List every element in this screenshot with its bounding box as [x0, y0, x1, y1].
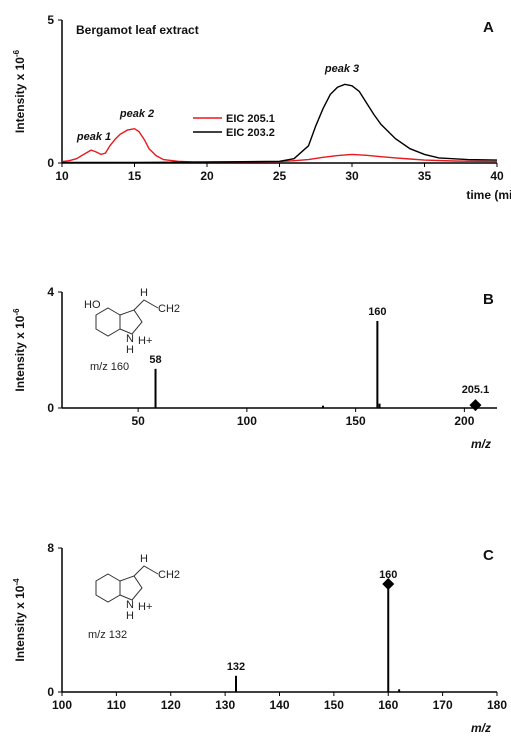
- peak-annotation: peak 3: [324, 63, 359, 75]
- x-axis-label: m/z: [471, 437, 491, 451]
- x-tick-label: 180: [487, 698, 507, 712]
- x-tick-label: 110: [107, 698, 127, 712]
- structure-ring: [95, 573, 121, 603]
- structure-vinyl: [133, 565, 159, 577]
- panel-label: A: [483, 19, 494, 36]
- x-tick-label: 130: [215, 698, 235, 712]
- peak-label: 58: [149, 354, 161, 366]
- structure-vinyl: [133, 299, 159, 311]
- y-axis-label: Intensity x 10-4: [12, 578, 27, 662]
- peak-annotation: peak 1: [76, 131, 111, 143]
- series-line-eic203: [62, 83, 498, 164]
- precursor-marker: [382, 578, 395, 590]
- x-tick-label: 120: [161, 698, 181, 712]
- x-tick-label: 200: [454, 414, 474, 428]
- x-tick-label: 25: [273, 169, 287, 183]
- panel-label: C: [483, 547, 494, 564]
- structure-pyrrole: [119, 309, 143, 335]
- y-axis-label: Intensity x 10-6: [12, 49, 27, 133]
- x-tick-label: 100: [52, 698, 72, 712]
- structure-ring: [95, 307, 121, 337]
- precursor-marker: [469, 399, 482, 412]
- y-axis-label-text: Intensity x 10: [13, 57, 27, 133]
- peak-label: 132: [227, 661, 245, 673]
- panel-label: B: [483, 291, 494, 308]
- structure-n-label: N: [126, 599, 134, 611]
- x-tick-label: 10: [55, 169, 69, 183]
- legend-label-eic203: EIC 203.2: [226, 127, 275, 139]
- y-axis-label-exponent: -6: [12, 308, 21, 316]
- y-axis-label-exponent: -6: [12, 49, 21, 57]
- peak-annotation: peak 2: [119, 108, 154, 120]
- structure-mz-label: m/z 160: [90, 361, 129, 373]
- y-tick-label: 0: [47, 685, 54, 699]
- y-tick-label: 5: [47, 13, 54, 27]
- structure-htop-label: H: [140, 553, 148, 565]
- y-axis-label-text: Intensity x 10: [13, 315, 27, 391]
- x-tick-label: 150: [324, 698, 344, 712]
- series-line-eic205: [61, 127, 498, 163]
- structure-ch2-label: CH2: [158, 569, 180, 581]
- x-axis-label: time (min): [466, 188, 511, 202]
- y-axis-label: Intensity x 10-6: [12, 308, 27, 392]
- structure-pyrrole: [119, 575, 143, 601]
- structure-n-label: N: [126, 333, 134, 345]
- x-tick-label: 15: [128, 169, 142, 183]
- x-tick-label: 170: [433, 698, 453, 712]
- structure-hplus-label: H+: [138, 335, 152, 347]
- structure-h-label: H: [126, 344, 134, 356]
- x-tick-label: 30: [345, 169, 359, 183]
- structure-htop-label: H: [140, 287, 148, 299]
- x-tick-label: 35: [418, 169, 432, 183]
- structure-ho-label: HO: [84, 299, 101, 311]
- x-tick-label: 40: [490, 169, 504, 183]
- chart-title: Bergamot leaf extract: [76, 23, 199, 37]
- peak-label: 160: [368, 306, 386, 318]
- x-axis-label: m/z: [471, 721, 491, 735]
- peak-label: 160: [379, 569, 397, 581]
- x-tick-label: 150: [346, 414, 366, 428]
- y-axis-label-exponent: -4: [12, 578, 21, 586]
- structure-mz-label: m/z 132: [88, 629, 127, 641]
- y-tick-label: 0: [47, 401, 54, 415]
- legend-label-eic205: EIC 205.1: [226, 113, 275, 125]
- x-tick-label: 50: [131, 414, 145, 428]
- x-tick-label: 140: [269, 698, 289, 712]
- y-tick-label: 4: [47, 285, 54, 299]
- x-tick-label: 100: [237, 414, 257, 428]
- structure-h-label: H: [126, 610, 134, 622]
- x-tick-label: 20: [200, 169, 214, 183]
- y-tick-label: 8: [47, 541, 54, 555]
- structure-hplus-label: H+: [138, 601, 152, 613]
- structure-ch2-label: CH2: [158, 303, 180, 315]
- y-axis-label-text: Intensity x 10: [13, 585, 27, 661]
- precursor-label: 205.1: [462, 384, 490, 396]
- x-tick-label: 160: [378, 698, 398, 712]
- y-tick-label: 0: [47, 156, 54, 170]
